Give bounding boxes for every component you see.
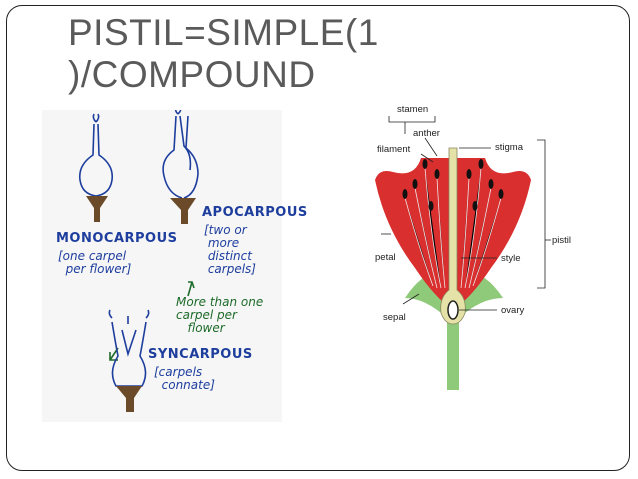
syncarpous-receptacle [116, 386, 142, 412]
filaments [404, 167, 502, 289]
label-style: style [501, 253, 521, 264]
label-ovary: ovary [501, 305, 524, 316]
label-petal: petal [375, 252, 396, 263]
ovule [447, 300, 459, 320]
label-stigma: stigma [495, 142, 524, 153]
apocarpous-receptacle [170, 198, 196, 224]
syncarpous-heading: SYNCARPOUS [148, 347, 253, 362]
label-anther: anther [413, 128, 440, 139]
label-sepal: sepal [383, 312, 406, 323]
apocarpous-heading: APOCARPOUS [202, 205, 308, 220]
slide-title: PISTIL=SIMPLE(1 )/COMPOUND [68, 12, 379, 95]
monocarpous-receptacle [86, 196, 108, 222]
carpel-drawings [78, 110, 199, 412]
monocarpous-heading: MONOCARPOUS [56, 231, 178, 246]
label-pistil: pistil [552, 235, 571, 246]
anthers [402, 159, 504, 211]
monocarpous-note: [one carpel per flower] [58, 249, 132, 276]
syncarpous-carpel-drawing [108, 309, 150, 387]
style-and-ovary [440, 147, 466, 325]
apocarpous-note: [two or more distinct carpels] [204, 223, 256, 276]
syncarpous-note: More than one carpel per flower [176, 295, 264, 335]
flower-section-diagram: stamen anther filament stigma pistil pet… [375, 104, 571, 390]
label-stamen: stamen [397, 104, 428, 115]
label-filament: filament [377, 144, 411, 155]
apocarpous-carpel-drawing [162, 110, 199, 199]
green-arrow [187, 281, 195, 297]
syncarpous-note-2: [carpels connate] [154, 365, 215, 392]
monocarpous-carpel-drawing [78, 113, 114, 197]
stem [447, 323, 459, 390]
carpel-types-figure: MONOCARPOUS [one carpel per flower] APOC… [42, 110, 307, 422]
